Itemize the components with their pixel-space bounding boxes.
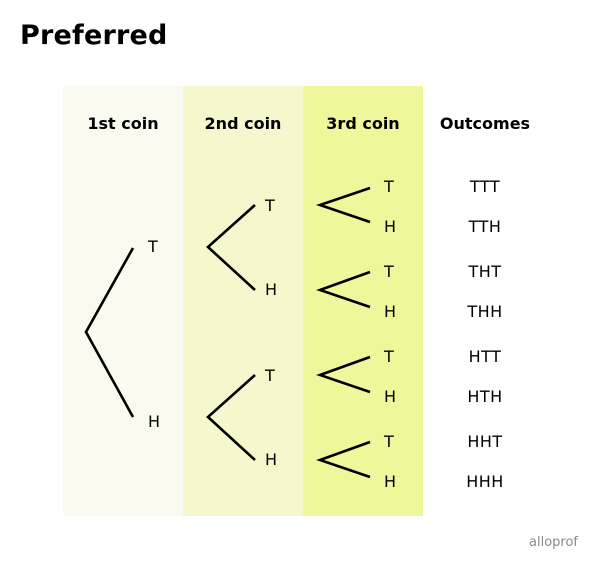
branch-label-l2: H (265, 450, 278, 469)
page-title: Preferred (20, 20, 168, 51)
branch-label-l3: T (384, 177, 394, 196)
branch-label-l3: H (384, 472, 397, 491)
outcome-item: TTT (469, 177, 501, 196)
header-3rd-coin: 3rd coin (326, 114, 400, 133)
outcome-item: THH (467, 302, 503, 321)
outcome-item: HTT (468, 347, 502, 366)
outcome-item: THT (468, 262, 502, 281)
branch-label-l3: H (384, 387, 397, 406)
header-outcomes: Outcomes (439, 114, 531, 133)
column-1st-coin (63, 86, 183, 516)
branch-label-l1-t: T (148, 237, 158, 256)
header-1st-coin: 1st coin (87, 114, 159, 133)
outcome-item: HHH (466, 472, 504, 491)
branch-label-l2: T (265, 366, 275, 385)
branch-label-l3: T (384, 432, 394, 451)
outcome-item: HTH (467, 387, 503, 406)
outcome-item: TTH (468, 217, 502, 236)
column-2nd-coin (183, 86, 303, 516)
branch-label-l3: T (384, 262, 394, 281)
branch-label-l3: H (384, 302, 397, 321)
branch-label-l2: T (265, 196, 275, 215)
alloprof-logo: alloprof (529, 535, 578, 550)
outcome-item: HHT (467, 432, 503, 451)
header-2nd-coin: 2nd coin (204, 114, 282, 133)
branch-label-l3: H (384, 217, 397, 236)
branch-label-l1-h: H (148, 412, 161, 431)
branch-label-l3: T (384, 347, 394, 366)
branch-label-l2: H (265, 280, 278, 299)
